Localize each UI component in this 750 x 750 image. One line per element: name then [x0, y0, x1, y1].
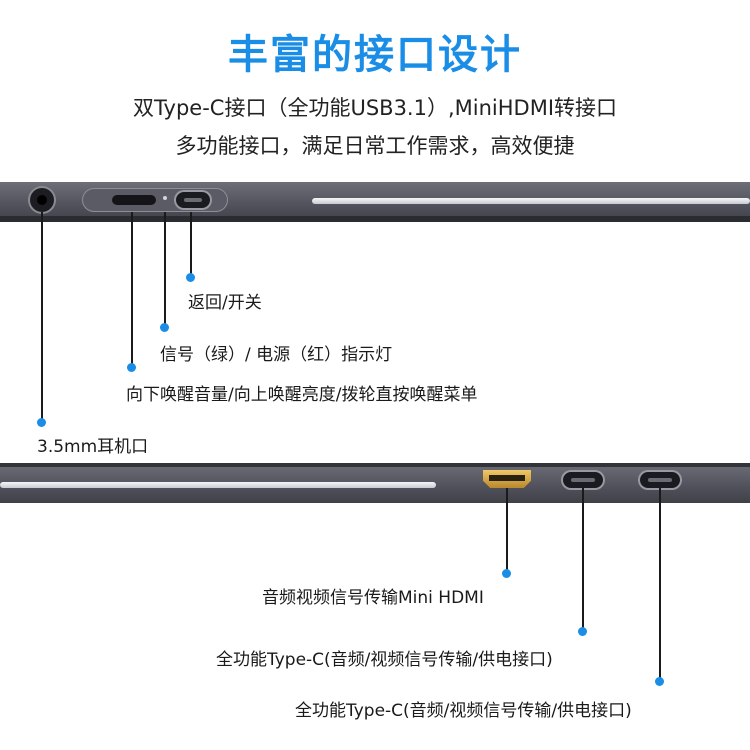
label-indicator: 信号（绿）/ 电源（红）指示灯: [160, 345, 393, 365]
callout-line-indicator: [164, 212, 166, 327]
mini-hdmi-port: [483, 470, 531, 488]
callout-line-typec-1: [582, 488, 584, 631]
callout-dot-wheel: [127, 363, 136, 372]
top-light-strip: [312, 198, 750, 204]
back-power-button: [176, 192, 210, 208]
callout-dot-indicator: [160, 323, 169, 332]
callout-dot-headphone: [37, 418, 46, 427]
label-typec-2: 全功能Type-C(音频/视频信号传输/供电接口): [295, 701, 632, 721]
callout-dot-hdmi: [502, 569, 511, 578]
callout-line-typec-2: [659, 488, 661, 681]
typec-port-2: [640, 472, 680, 488]
label-scroll-wheel: 向下唤醒音量/向上唤醒亮度/拨轮直按唤醒菜单: [126, 385, 478, 405]
page-title: 丰富的接口设计: [228, 32, 522, 78]
label-back-power: 返回/开关: [188, 293, 262, 313]
label-hdmi: 音频视频信号传输Mini HDMI: [262, 588, 484, 608]
callout-dot-typec-2: [655, 677, 664, 686]
callout-dot-back: [186, 273, 195, 282]
callout-line-wheel: [131, 212, 133, 367]
scroll-wheel: [112, 195, 156, 205]
bottom-light-strip: [0, 482, 436, 488]
callout-line-headphone: [41, 212, 43, 422]
label-headphone: 3.5mm耳机口: [37, 437, 149, 457]
typec-port-1: [563, 472, 603, 488]
callout-line-hdmi: [506, 488, 508, 573]
callout-line-back: [190, 212, 192, 277]
headphone-jack: [30, 188, 54, 212]
subtitle-line-1: 双Type-C接口（全功能USB3.1）,MiniHDMI转接口: [132, 96, 618, 120]
callout-dot-typec-1: [578, 627, 587, 636]
indicator-led: [163, 196, 167, 200]
subtitle-line-2: 多功能接口，满足日常工作需求，高效便捷: [175, 134, 575, 158]
label-typec-1: 全功能Type-C(音频/视频信号传输/供电接口): [216, 650, 553, 670]
